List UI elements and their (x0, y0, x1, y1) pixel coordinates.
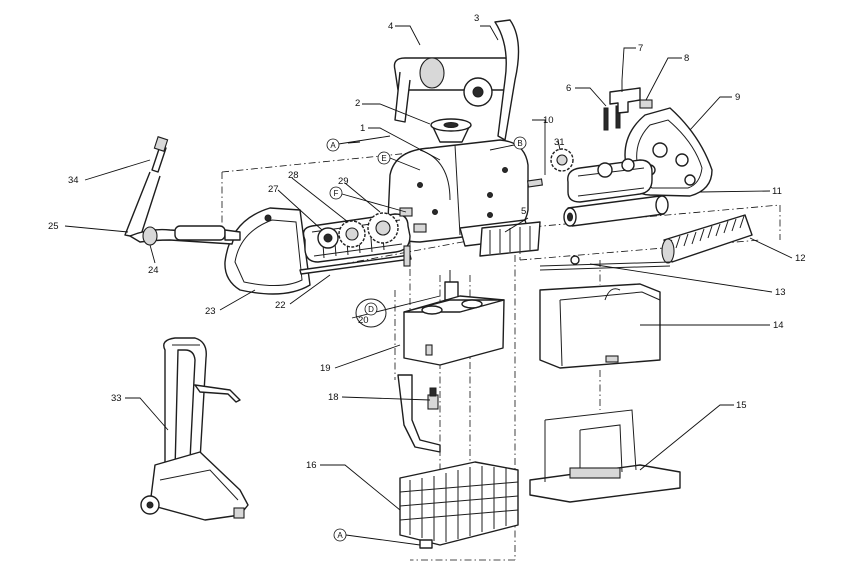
tray-frame (529, 409, 681, 503)
marker-f: F (334, 189, 339, 198)
marker-b-circle (513, 136, 527, 150)
impeller-cap (430, 118, 472, 143)
callout-10: 10 (543, 115, 554, 126)
callout-14: 14 (773, 320, 784, 331)
callout-24: 24 (148, 265, 159, 276)
callout-5: 5 (521, 206, 526, 217)
callout-7: 7 (638, 43, 643, 54)
marker-a-bottom-circle (333, 528, 347, 542)
gear-set (317, 207, 427, 249)
callout-15: 15 (736, 400, 747, 411)
right-track (550, 148, 653, 203)
marker-a-bottom: A (337, 531, 343, 540)
callout-16: 16 (306, 460, 317, 471)
caddy-cart (140, 337, 249, 521)
callout-34: 34 (68, 175, 79, 186)
callout-23: 23 (205, 306, 216, 317)
leader-lines (64, 25, 793, 546)
callout-33: 33 (111, 393, 122, 404)
callout-1: 1 (360, 123, 365, 134)
callout-27: 27 (268, 184, 279, 195)
rod (539, 255, 671, 271)
callout-9: 9 (735, 92, 740, 103)
marker-a-top-circle (326, 138, 340, 152)
callout-18: 18 (328, 392, 339, 403)
callout-29: 29 (338, 176, 349, 187)
callout-8: 8 (684, 53, 689, 64)
callout-2: 2 (355, 98, 360, 109)
marker-b: B (517, 139, 522, 148)
roller-tube (563, 195, 669, 227)
hose-valve (397, 374, 441, 453)
handle-assembly (393, 19, 520, 141)
callout-6: 6 (566, 83, 571, 94)
callout-13: 13 (775, 287, 786, 298)
filter-basket (399, 461, 519, 549)
brush-roller (661, 214, 753, 264)
cable-swivel (124, 136, 241, 246)
marker-f-circle (329, 186, 343, 200)
callout-28: 28 (288, 170, 299, 181)
filter-bag (539, 283, 661, 369)
side-rack (479, 221, 541, 257)
main-body (387, 139, 531, 247)
filter-housing (403, 295, 505, 366)
axle (299, 245, 412, 275)
callout-11: 11 (772, 186, 782, 197)
marker-d-circle (364, 302, 378, 316)
callout-31: 31 (554, 137, 565, 148)
letter-markers: A B E F D A (326, 136, 527, 542)
marker-a-top: A (330, 141, 336, 150)
marker-e: E (381, 154, 386, 163)
left-side-plate (224, 207, 311, 295)
callout-4: 4 (388, 21, 393, 32)
callout-20: 20 (358, 315, 369, 326)
callout-3: 3 (474, 13, 479, 24)
callout-22: 22 (275, 300, 286, 311)
small-shaft (527, 178, 543, 188)
callout-numbers: 4 3 2 1 10 31 6 7 8 9 11 12 13 14 15 5 3… (48, 13, 806, 471)
marker-d: D (368, 305, 374, 314)
fixture-bracket (603, 80, 653, 131)
callout-19: 19 (320, 363, 331, 374)
callout-25: 25 (48, 221, 59, 232)
callout-12: 12 (795, 253, 806, 264)
clip (444, 270, 459, 301)
